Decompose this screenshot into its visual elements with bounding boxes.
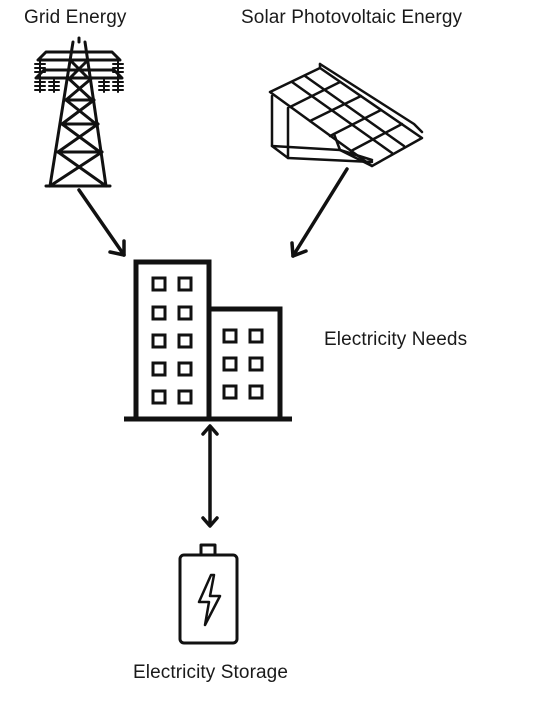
- electricity-storage-label: Electricity Storage: [133, 662, 289, 683]
- solar-to-building-arrow: [290, 167, 349, 258]
- solar-energy-label: Solar Photovoltaic Energy: [241, 7, 463, 28]
- grid-energy-label: Grid Energy: [24, 7, 127, 28]
- battery-lightning-icon: [178, 543, 239, 645]
- solar-panel-icon: [268, 62, 424, 168]
- building-storage-double-arrow: [201, 424, 219, 528]
- office-building-icon: [124, 259, 292, 422]
- electricity-needs-label: Electricity Needs: [324, 329, 468, 350]
- grid-to-building-arrow: [77, 188, 126, 257]
- transmission-tower-icon: [34, 36, 124, 188]
